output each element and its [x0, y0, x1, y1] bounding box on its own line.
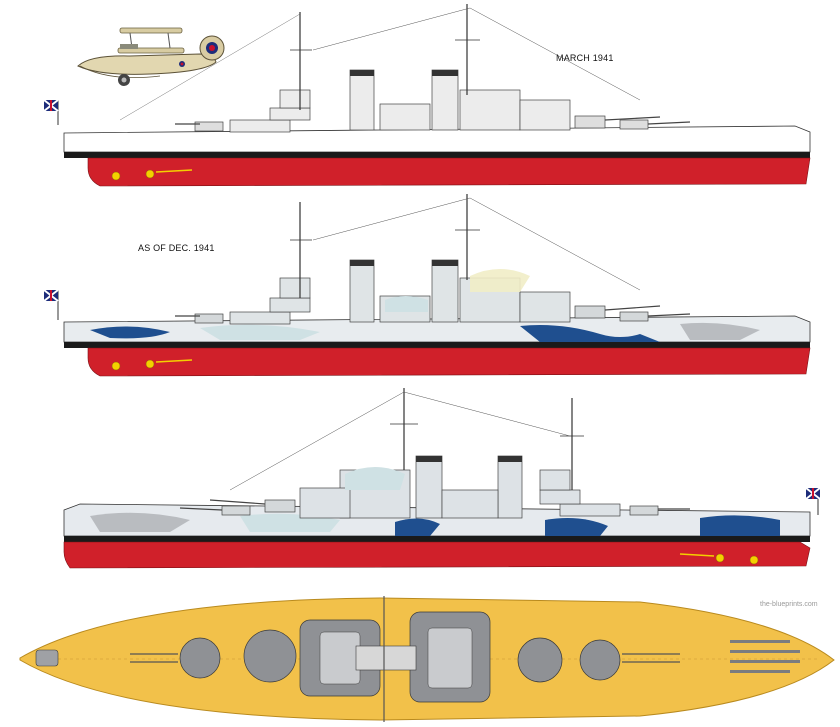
ship-profile-march-1941: [43, 4, 811, 187]
ship-deck-plan-view: [19, 596, 835, 722]
ship-profile-starboard-camouflage: [63, 388, 821, 569]
walrus-seaplane-illustration: [77, 27, 225, 86]
ship-profile-dec-1941: [43, 194, 811, 377]
profile-2-caption: AS OF DEC. 1941: [138, 243, 215, 253]
profile-1-caption: MARCH 1941: [556, 53, 614, 63]
watermark: the-blueprints.com: [760, 601, 818, 608]
